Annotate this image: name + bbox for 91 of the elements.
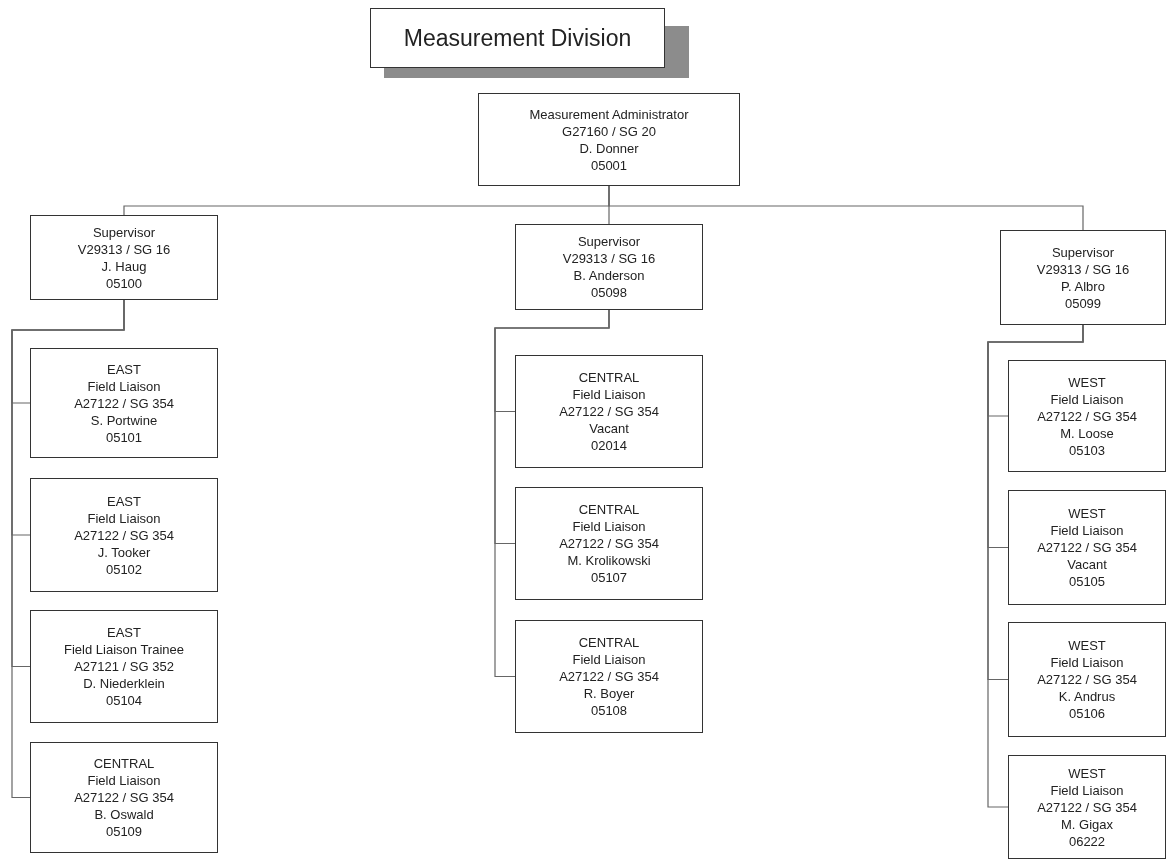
position-number: 05103: [1068, 441, 1106, 459]
position-box: [478, 93, 740, 186]
position-box: [30, 478, 218, 592]
position-number: 05001: [590, 156, 628, 174]
employee-name: Vacant: [1067, 556, 1107, 573]
job-title: Measurement Administrator: [529, 105, 689, 123]
position-box: [1008, 490, 1166, 605]
region-name: EAST: [107, 360, 141, 378]
job-title: Field Liaison: [87, 377, 161, 395]
position-code: A27122 / SG 354: [74, 789, 174, 806]
position-number: 05099: [1064, 294, 1102, 312]
position-box: [30, 348, 218, 458]
position-number: 06222: [1068, 832, 1106, 850]
employee-name: B. Oswald: [94, 806, 154, 823]
employee-name: B. Anderson: [573, 267, 645, 284]
employee-name: D. Niederklein: [83, 675, 165, 692]
position-number: 05100: [105, 274, 143, 292]
position-box: [515, 487, 703, 600]
job-title: Field Liaison: [87, 772, 161, 789]
position-code: V29313 / SG 16: [1036, 260, 1130, 278]
position-code: A27122 / SG 354: [1037, 798, 1137, 816]
position-number: 05105: [1068, 573, 1106, 590]
job-title: Field Liaison: [572, 386, 646, 403]
position-code: G27160 / SG 20: [562, 122, 656, 140]
employee-name: M. Krolikowski: [567, 552, 651, 569]
employee-name: J. Tooker: [97, 543, 151, 561]
job-title: Field Liaison: [1050, 390, 1124, 408]
position-code: A27122 / SG 354: [1037, 539, 1137, 556]
position-code: A27122 / SG 354: [1037, 671, 1137, 688]
job-title: Field Liaison: [87, 509, 161, 527]
employee-name: M. Gigax: [1061, 815, 1113, 833]
position-number: 05104: [105, 692, 143, 709]
connector-line: [494, 309, 610, 678]
position-code: A27122 / SG 354: [74, 526, 174, 544]
position-code: A27122 / SG 354: [1037, 407, 1137, 425]
region-name: EAST: [107, 624, 141, 641]
position-number: 05101: [105, 428, 143, 446]
job-title: Field Liaison: [1050, 654, 1124, 671]
position-code: A27122 / SG 354: [559, 535, 659, 552]
employee-name: M. Loose: [1060, 424, 1114, 442]
job-title: Field Liaison: [572, 651, 646, 668]
position-code: A27122 / SG 354: [74, 394, 174, 412]
employee-name: P. Albro: [1061, 277, 1105, 295]
position-code: A27121 / SG 352: [74, 658, 174, 675]
position-code: A27122 / SG 354: [559, 668, 659, 685]
position-number: 05106: [1068, 705, 1106, 722]
position-number: 02014: [590, 437, 628, 454]
position-code: V29313 / SG 16: [77, 240, 171, 258]
region-name: EAST: [107, 492, 141, 510]
region-name: CENTRAL: [578, 634, 640, 651]
position-box: [515, 355, 703, 468]
region-name: WEST: [1068, 505, 1106, 522]
position-box: [515, 224, 703, 310]
region-name: CENTRAL: [93, 755, 155, 772]
employee-name: R. Boyer: [583, 685, 635, 702]
region-name: WEST: [1068, 637, 1106, 654]
position-number: 05098: [590, 284, 628, 301]
position-box: [30, 610, 218, 723]
job-title: Field Liaison Trainee: [64, 641, 184, 658]
job-title: Field Liaison: [1050, 781, 1124, 799]
position-number: 05109: [105, 823, 143, 840]
connector-line: [608, 185, 1084, 231]
position-number: 05108: [590, 702, 628, 719]
employee-name: K. Andrus: [1058, 688, 1116, 705]
employee-name: J. Haug: [101, 257, 147, 275]
position-number: 05102: [105, 560, 143, 578]
job-title: Supervisor: [577, 233, 641, 250]
position-box: [1008, 622, 1166, 737]
position-box: [1000, 230, 1166, 325]
position-box: [1008, 755, 1166, 859]
position-box: [30, 215, 218, 300]
region-name: WEST: [1068, 373, 1106, 391]
connector-line: [11, 299, 125, 799]
position-number: 05107: [590, 569, 628, 586]
position-code: V29313 / SG 16: [562, 250, 656, 267]
position-box: [1008, 360, 1166, 472]
employee-name: D. Donner: [579, 139, 639, 157]
employee-name: Vacant: [589, 420, 629, 437]
job-title: Supervisor: [1051, 243, 1115, 261]
position-code: A27122 / SG 354: [559, 403, 659, 420]
diagram-title: Measurement Division: [403, 24, 632, 52]
region-name: CENTRAL: [578, 501, 640, 518]
region-name: CENTRAL: [578, 369, 640, 386]
job-title: Field Liaison: [572, 518, 646, 535]
region-name: WEST: [1068, 764, 1106, 782]
connector-line: [987, 324, 1084, 808]
job-title: Supervisor: [92, 223, 156, 241]
position-box: [30, 742, 218, 853]
job-title: Field Liaison: [1050, 522, 1124, 539]
position-box: [515, 620, 703, 733]
employee-name: S. Portwine: [90, 411, 158, 429]
